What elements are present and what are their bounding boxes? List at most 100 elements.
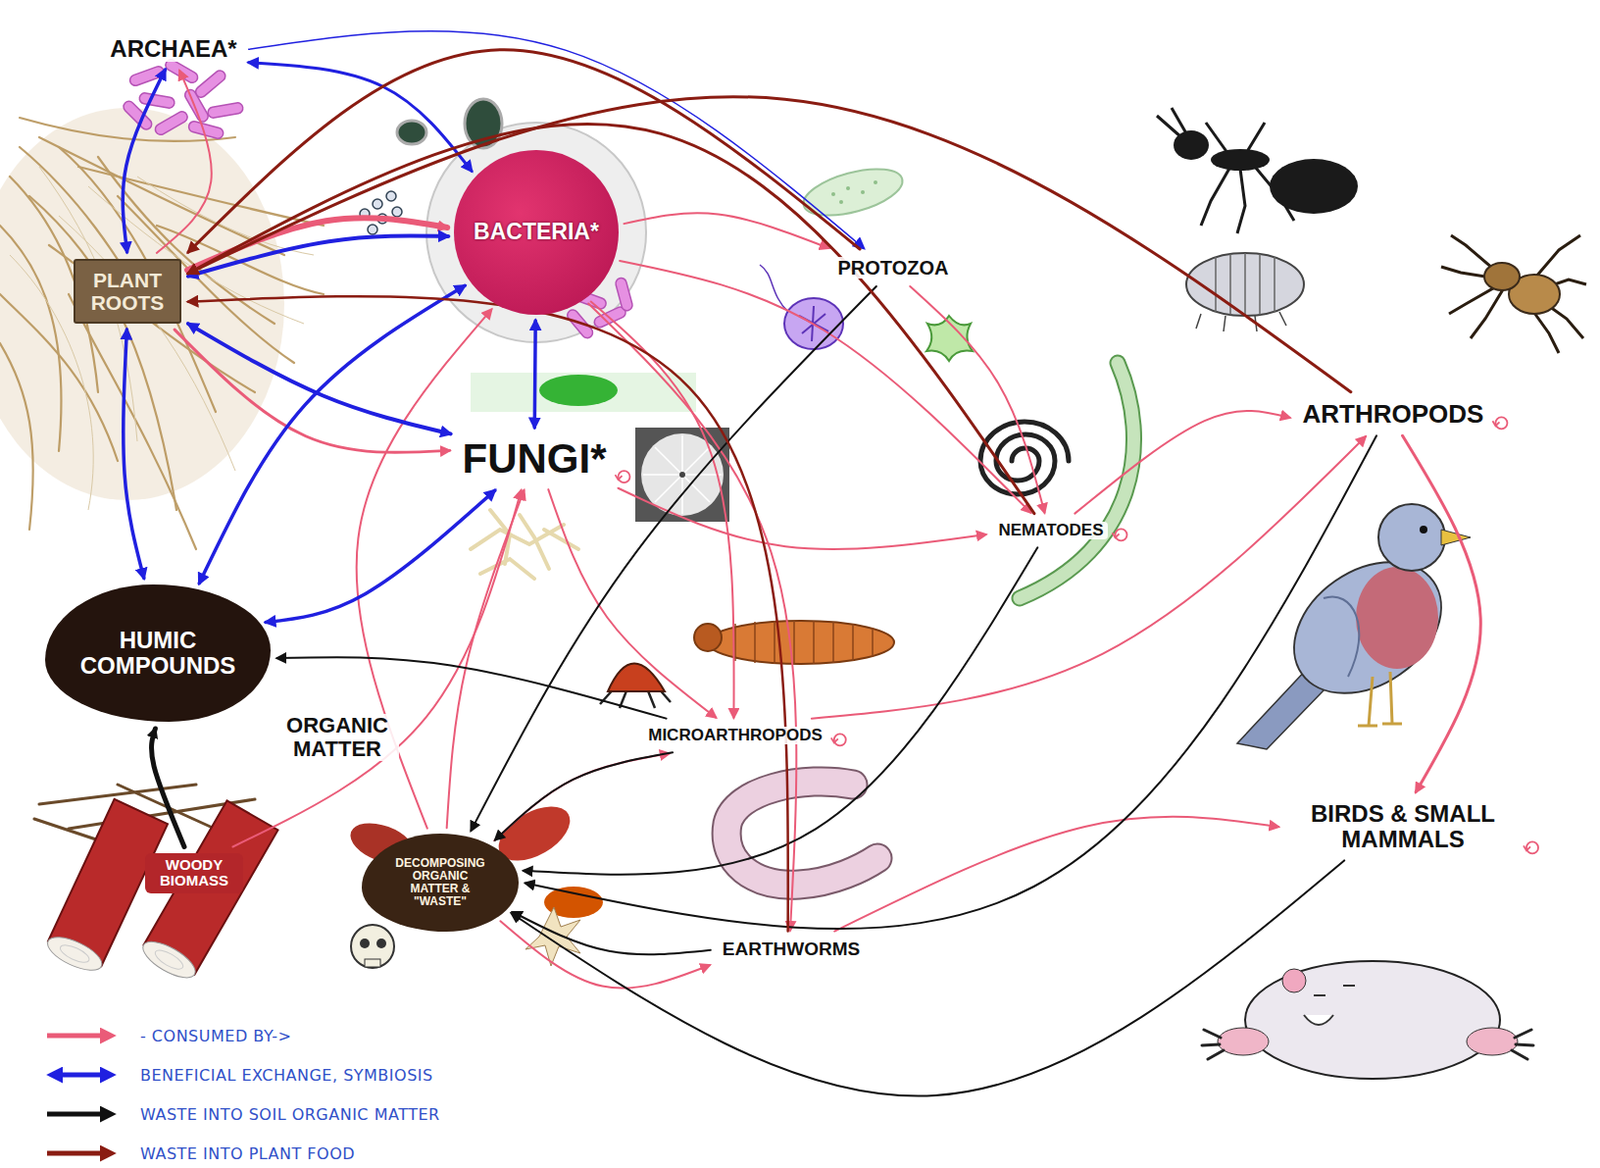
bacteria-cells — [392, 206, 402, 217]
springtail-larva — [735, 620, 873, 664]
food-web-arrow — [199, 285, 465, 583]
legend-row: WASTE INTO PLANT FOOD — [41, 1133, 444, 1168]
root-tangle — [58, 215, 236, 471]
earthworm — [726, 781, 878, 885]
fungi-illustration — [539, 374, 618, 406]
food-web-arrow — [494, 752, 669, 841]
mite — [600, 663, 671, 709]
food-web-arrow — [909, 286, 1045, 513]
decomposing-pile — [525, 906, 581, 966]
food-web-arrow — [495, 751, 673, 840]
protozoa-illustration — [846, 186, 850, 191]
self-loop-mark — [1112, 528, 1128, 541]
protozoa-illustration — [873, 180, 878, 185]
node-label: MICROARTHROPODS — [644, 726, 827, 746]
ant — [1156, 107, 1295, 234]
self-loop-mark — [1523, 845, 1531, 850]
self-loop-mark — [615, 470, 631, 483]
food-web-arrow — [618, 488, 987, 550]
mole — [1245, 960, 1500, 1079]
fungi-illustration — [679, 471, 686, 478]
spider — [1441, 235, 1587, 353]
root-tangle — [0, 343, 34, 530]
bird — [1378, 503, 1446, 571]
organism-label: EARTHWORMS — [716, 937, 866, 962]
free-label: ORGANIC MATTER — [275, 713, 400, 761]
decomposition-blob: DECOMPOSING ORGANIC MATTER & "WASTE" — [361, 833, 519, 932]
fungi-illustration — [519, 514, 550, 569]
node-label: BACTERIA* — [473, 219, 600, 245]
food-web-arrow — [447, 490, 525, 828]
mole — [1282, 968, 1306, 993]
woody-logs — [34, 784, 278, 985]
root-tangle — [0, 225, 62, 451]
springtail-larva — [694, 620, 895, 664]
node-label: ARCHAEA* — [105, 36, 241, 62]
fungi-illustration — [641, 433, 724, 516]
food-web-arrow — [471, 286, 877, 831]
legend: - CONSUMED BY-> BENEFICIAL EXCHANGE, SYMB… — [41, 1015, 444, 1168]
root-tangle — [0, 107, 285, 500]
earthworm — [726, 781, 878, 885]
food-web-arrow — [523, 547, 1038, 874]
protozoa-illustration — [799, 159, 908, 225]
legend-arrow — [47, 1150, 110, 1156]
root-tangle — [78, 166, 324, 226]
ant — [1173, 130, 1209, 160]
woody-logs — [57, 941, 92, 965]
food-web-arrow — [623, 212, 829, 249]
ant — [1269, 158, 1358, 214]
isopod — [1186, 252, 1304, 316]
food-web-arrow — [122, 69, 165, 252]
humic-blob: HUMIC COMPOUNDS — [45, 584, 271, 722]
food-web-arrow — [500, 920, 709, 988]
isopod — [1215, 252, 1275, 316]
legend-row: - CONSUMED BY-> — [41, 1015, 444, 1055]
root-tag: PLANT ROOTS — [73, 258, 182, 324]
earthworm — [726, 781, 878, 885]
food-web-arrow — [1074, 410, 1290, 514]
root-tangle — [39, 137, 285, 255]
organism-label: PROTOZOA — [832, 254, 955, 281]
node-label: DECOMPOSING ORGANIC MATTER & "WASTE" — [387, 856, 494, 909]
archaea-cells — [206, 101, 244, 119]
nematode-illustration — [980, 362, 1135, 599]
organism-label: FUNGI* — [456, 434, 613, 484]
mole — [1201, 960, 1534, 1079]
bird — [1323, 596, 1359, 677]
food-web-arrow — [188, 123, 1035, 513]
bird — [1357, 671, 1402, 726]
food-web-arrow — [811, 436, 1366, 718]
spider — [1441, 235, 1587, 353]
organism-label: MICROARTHROPODS — [642, 724, 829, 748]
mole — [1303, 1014, 1334, 1025]
fungi-illustration — [470, 509, 579, 579]
food-web-arrow — [511, 859, 1345, 1096]
fungi-illustration — [470, 524, 564, 550]
food-web-arrow — [156, 70, 212, 253]
legend-arrow — [52, 1072, 110, 1078]
food-web-arrow — [588, 302, 797, 930]
decomposing-pile — [376, 938, 387, 949]
mole — [1217, 1027, 1269, 1055]
node-label: PROTOZOA — [834, 256, 953, 279]
root-tangle — [0, 107, 324, 550]
legend-arrow — [47, 1033, 110, 1039]
ant — [1156, 107, 1358, 234]
bacteria-cells — [372, 199, 383, 209]
food-web-arrow — [277, 656, 667, 719]
spider — [1470, 286, 1505, 339]
organism-label: ARTHROPODS — [1297, 398, 1491, 431]
protozoa-illustration — [839, 200, 844, 204]
node-label: NEMATODES — [994, 521, 1107, 541]
protozoa-illustration — [860, 190, 865, 195]
woody-logs — [138, 800, 279, 985]
legend-text: BENEFICIAL EXCHANGE, SYMBIOSIS — [137, 1065, 437, 1085]
springtail-larva — [694, 623, 722, 651]
decomposing-pile — [364, 958, 381, 967]
self-loop-mark — [1523, 841, 1539, 853]
archaea-cells — [138, 92, 175, 109]
